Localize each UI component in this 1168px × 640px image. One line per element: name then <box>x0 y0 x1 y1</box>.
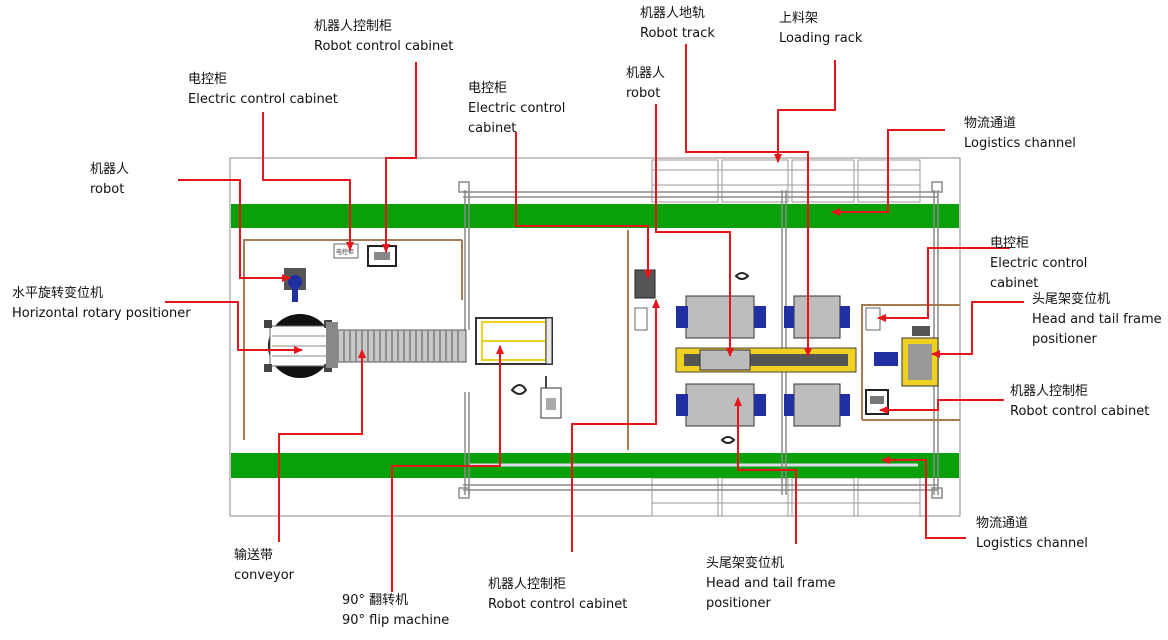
label-conveyor: 输送带 conveyor <box>234 546 294 586</box>
label-logistics-top: 物流通道 Logistics channel <box>964 114 1076 154</box>
label-robot-control-cabinet-right: 机器人控制柜 Robot control cabinet <box>1010 382 1149 422</box>
label-robot-left: 机器人 robot <box>90 160 129 200</box>
label-robot-track: 机器人地轨 Robot track <box>640 4 715 44</box>
label-electric-cabinet-left: 电控柜 Electric control cabinet <box>188 70 338 110</box>
loading-rack-top <box>651 159 921 203</box>
conveyor-belt <box>326 322 467 368</box>
label-en: Logistics channel <box>964 136 1076 151</box>
label-cn: 机器人 <box>626 66 666 81</box>
label-en: Loading rack <box>779 31 863 46</box>
label-en: Head and tail frame <box>1032 312 1162 327</box>
label-en: Electric control <box>990 256 1088 271</box>
label-en: Logistics channel <box>976 536 1088 551</box>
label-robot-control-cabinet-top: 机器人控制柜 Robot control cabinet <box>314 17 453 57</box>
label-cn: 机器人控制柜 <box>488 577 567 592</box>
label-electric-cabinet-mid: 电控柜 Electric control cabinet <box>468 79 565 139</box>
label-en: robot <box>626 86 661 101</box>
label-en: Robot track <box>640 26 715 41</box>
label-en: Horizontal rotary positioner <box>12 306 191 321</box>
label-cn: 物流通道 <box>976 516 1029 531</box>
robot-control-cabinet-top <box>367 245 397 267</box>
label-cn: 机器人地轨 <box>640 6 706 21</box>
label-cn: 电控柜 <box>468 81 508 96</box>
label-cn: 水平旋转变位机 <box>12 286 104 301</box>
label-cn: 90° 翻转机 <box>342 593 409 608</box>
head-tail-positioner-mid <box>676 272 850 444</box>
label-en: Robot control cabinet <box>1010 404 1150 419</box>
label-en: cabinet <box>468 121 517 136</box>
label-cn: 电控柜 <box>990 236 1030 251</box>
label-en: Head and tail frame <box>706 576 836 591</box>
flip-machine <box>475 317 553 365</box>
label-cn: 输送带 <box>234 548 274 563</box>
label-cn: 机器人控制柜 <box>1010 384 1089 399</box>
label-horizontal-positioner: 水平旋转变位机 Horizontal rotary positioner <box>12 284 191 324</box>
robot-track <box>675 347 857 373</box>
safety-fence <box>243 230 960 450</box>
label-en: positioner <box>706 596 771 611</box>
label-head-tail-right: 头尾架变位机 Head and tail frame positioner <box>1032 290 1162 350</box>
label-en: Robot control cabinet <box>488 597 628 612</box>
label-robot-control-cabinet-bottom: 机器人控制柜 Robot control cabinet <box>488 575 627 615</box>
label-cn: 电控柜 <box>188 72 228 87</box>
label-cn: 机器人 <box>90 162 130 177</box>
label-logistics-bottom: 物流通道 Logistics channel <box>976 514 1088 554</box>
label-en: 90° flip machine <box>342 613 450 628</box>
label-en: Electric control cabinet <box>188 92 338 107</box>
label-cn: 上料架 <box>779 11 819 26</box>
label-head-tail-bottom: 头尾架变位机 Head and tail frame positioner <box>706 554 836 614</box>
electric-cabinet-right <box>865 307 881 331</box>
label-en: conveyor <box>234 568 295 583</box>
label-robot-mid: 机器人 robot <box>626 64 665 104</box>
mid-equipment <box>510 376 562 419</box>
electric-cabinet-left: 电控柜 <box>333 243 359 259</box>
label-en: Electric control <box>468 101 566 116</box>
label-electric-cabinet-right: 电控柜 Electric control cabinet <box>990 234 1087 294</box>
label-en: positioner <box>1032 332 1097 347</box>
label-flip-machine: 90° 翻转机 90° flip machine <box>342 591 449 631</box>
label-cn: 头尾架变位机 <box>1032 292 1111 307</box>
label-cn: 机器人控制柜 <box>314 19 393 34</box>
label-en: Robot control cabinet <box>314 39 454 54</box>
head-tail-positioner-right <box>874 326 939 387</box>
robot-left <box>284 268 306 302</box>
label-en: robot <box>90 182 125 197</box>
label-en: cabinet <box>990 276 1039 291</box>
leader-arrows <box>165 44 1024 592</box>
label-loading-rack: 上料架 Loading rack <box>779 9 862 49</box>
cabinet-tag: 电控柜 <box>336 248 354 256</box>
label-cn: 头尾架变位机 <box>706 556 785 571</box>
label-cn: 物流通道 <box>964 116 1017 131</box>
logistics-channel-top <box>231 204 959 228</box>
